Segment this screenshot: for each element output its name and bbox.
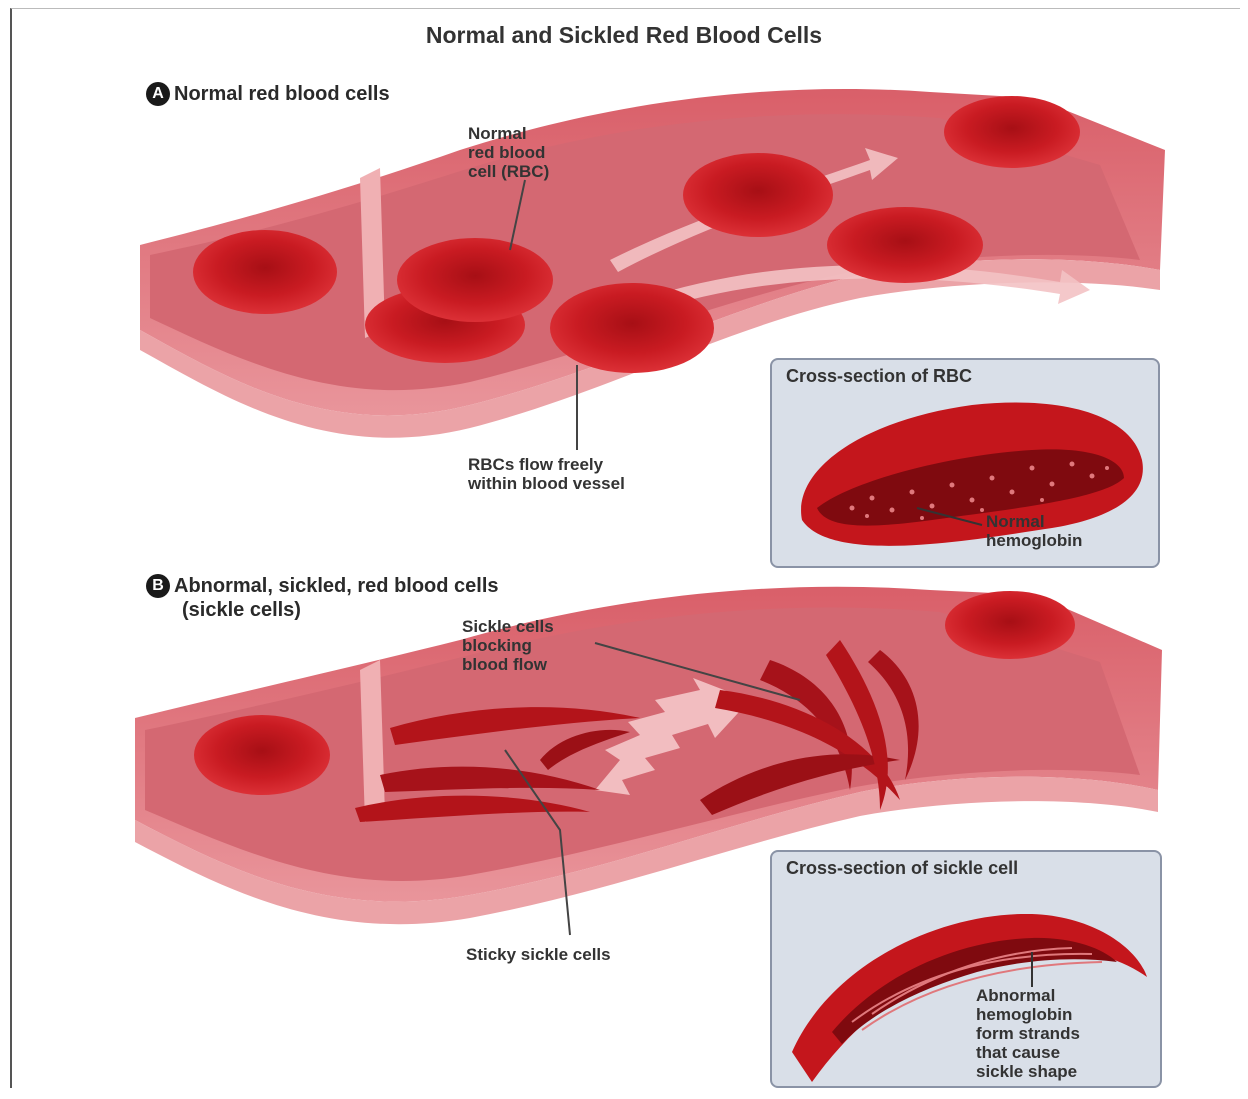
sickle-outer — [792, 914, 1147, 1082]
inset-rbc-cross-section: Cross-section of RBC Normal hemoglobin — [770, 358, 1160, 568]
red-blood-cell — [683, 153, 833, 237]
callout-normal-rbc: Normal red blood cell (RBC) — [468, 124, 549, 181]
red-blood-cell — [397, 238, 553, 322]
red-blood-cell — [945, 591, 1075, 659]
section-b-label-line1: Abnormal, sickled, red blood cells — [174, 575, 499, 597]
red-blood-cell — [193, 230, 337, 314]
red-blood-cell — [550, 283, 714, 373]
red-blood-cell — [827, 207, 983, 283]
callout-normal-hemoglobin: Normal hemoglobin — [986, 512, 1082, 550]
section-b-badge: B — [146, 574, 170, 598]
callout-sickle-blocking: Sickle cells blocking blood flow — [462, 617, 554, 674]
rbc-cross-section-illustration — [772, 360, 1158, 566]
callout-rbc-flow: RBCs flow freely within blood vessel — [468, 455, 625, 493]
red-blood-cell — [944, 96, 1080, 168]
callout-sticky-sickle: Sticky sickle cells — [466, 945, 611, 964]
red-blood-cell — [194, 715, 330, 795]
inset-sickle-cross-section: Cross-section of sickle cell Abnormal he… — [770, 850, 1162, 1088]
sickle-cross-section-illustration — [772, 852, 1160, 1086]
section-b-label-line2: (sickle cells) — [182, 598, 301, 622]
callout-abnormal-hemoglobin: Abnormal hemoglobin form strands that ca… — [976, 986, 1080, 1081]
